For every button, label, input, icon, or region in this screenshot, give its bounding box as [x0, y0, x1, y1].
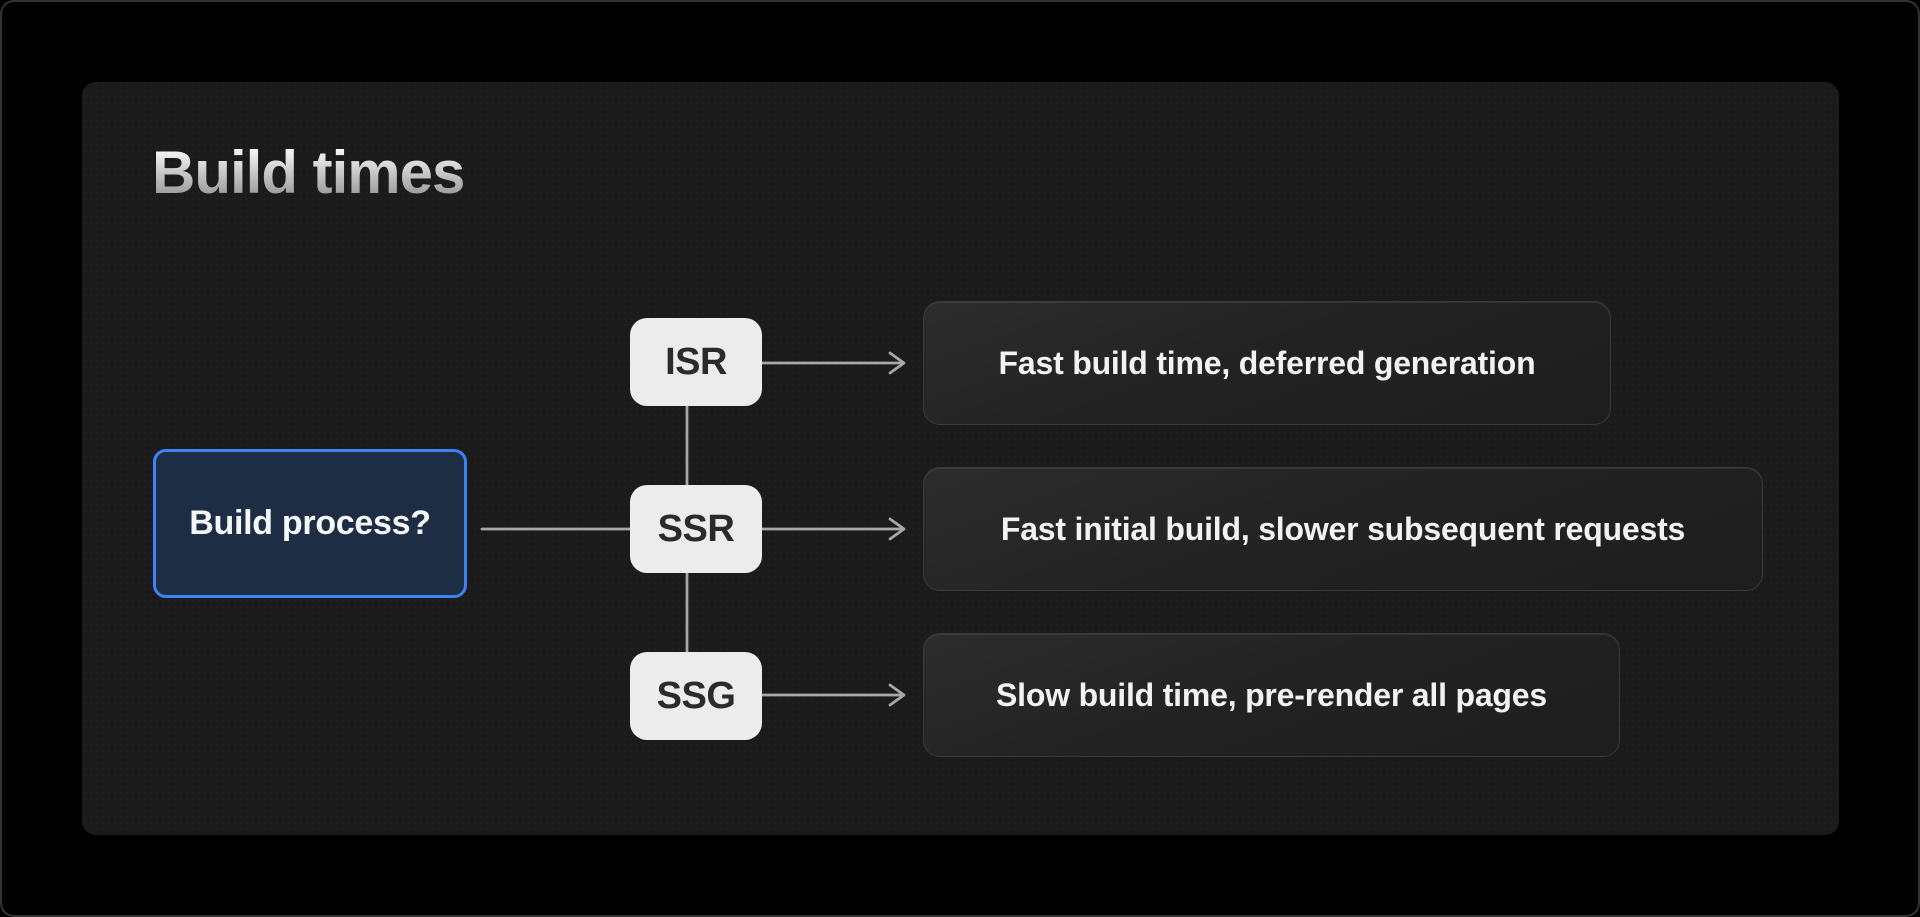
node-ssg[interactable]: SSG: [630, 652, 762, 740]
node-isr[interactable]: ISR: [630, 318, 762, 406]
node-build-process-label: Build process?: [189, 504, 431, 542]
result-ssr-label: Fast initial build, slower subsequent re…: [1000, 510, 1686, 547]
result-ssr[interactable]: Fast initial build, slower subsequent re…: [923, 467, 1763, 591]
edge-isr-arrowhead: [888, 351, 906, 375]
diagram-panel: Build times Build process? ISR SSR SS: [82, 82, 1839, 835]
result-ssg-label: Slow build time, pre-render all pages: [996, 676, 1547, 713]
result-isr[interactable]: Fast build time, deferred generation: [923, 301, 1611, 425]
node-isr-label: ISR: [665, 340, 727, 383]
result-ssg[interactable]: Slow build time, pre-render all pages: [923, 633, 1620, 757]
result-isr-label: Fast build time, deferred generation: [998, 344, 1536, 381]
node-ssr[interactable]: SSR: [630, 485, 762, 573]
node-ssr-label: SSR: [657, 507, 735, 550]
edge-ssr-arrowhead: [888, 517, 906, 541]
edge-ssg-arrowhead: [888, 683, 906, 707]
node-ssg-label: SSG: [656, 674, 736, 717]
page-title: Build times: [152, 139, 465, 206]
node-build-process[interactable]: Build process?: [153, 449, 467, 598]
